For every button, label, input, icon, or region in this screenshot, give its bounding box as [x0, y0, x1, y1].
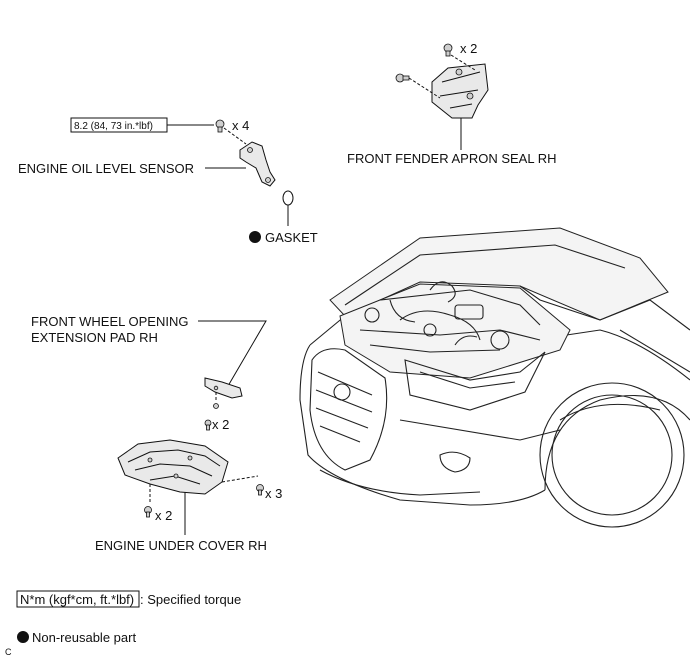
nonreusable-dot-legend: [17, 631, 29, 643]
corner-mark: C: [5, 647, 12, 657]
wheel-pad-label-line1: FRONT WHEEL OPENING: [31, 314, 188, 329]
oil-sensor-label: ENGINE OIL LEVEL SENSOR: [18, 161, 194, 176]
torque-value: 8.2 (84, 73 in.*lbf): [74, 121, 153, 132]
sensor-bolt: [215, 119, 225, 133]
legend-torque-units: N*m (kgf*cm, ft.*lbf): [20, 592, 134, 607]
front-fender-apron-seal: [431, 63, 489, 119]
cover-bolt-right: [256, 484, 264, 496]
legend-nonreusable: Non-reusable part: [17, 630, 136, 645]
cover-bolt-left-qty: x 2: [155, 508, 172, 523]
fender-clip-top: [443, 43, 453, 57]
sensor-bolt-qty: x 4: [232, 118, 249, 133]
cover-bolt-right-qty: x 3: [265, 486, 282, 501]
nonreusable-dot-gasket: [249, 231, 261, 243]
fender-clip-qty: x 2: [460, 41, 477, 56]
gasket-ring: [282, 190, 294, 206]
legend-torque-desc: : Specified torque: [140, 592, 241, 607]
pad-screw: [204, 403, 219, 431]
fender-seal-label: FRONT FENDER APRON SEAL RH: [347, 151, 556, 166]
engine-oil-level-sensor: [239, 141, 276, 187]
legend-torque: N*m (kgf*cm, ft.*lbf) : Specified torque: [16, 590, 241, 608]
front-wheel-opening-extension-pad: [204, 377, 243, 399]
engine-under-cover: [117, 439, 229, 495]
wheel-pad-label-line2: EXTENSION PAD RH: [31, 330, 158, 345]
pad-screw-qty: x 2: [212, 417, 229, 432]
vehicle-illustration: [299, 227, 690, 528]
legend-nonreusable-text: Non-reusable part: [32, 630, 136, 645]
fender-clip-side: [395, 73, 410, 83]
torque-spec-box: 8.2 (84, 73 in.*lbf): [70, 117, 168, 133]
cover-bolt-left: [144, 506, 152, 518]
under-cover-label: ENGINE UNDER COVER RH: [95, 538, 267, 553]
gasket-label: GASKET: [265, 230, 318, 245]
